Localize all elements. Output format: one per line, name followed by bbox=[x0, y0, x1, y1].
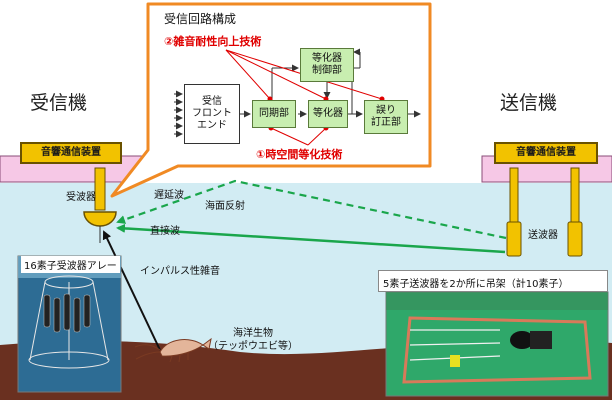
receiver-hydrophone bbox=[83, 211, 117, 227]
sea-reflection-label: 海面反射 bbox=[205, 201, 245, 212]
sync-block: 同期部 bbox=[252, 100, 296, 128]
front-end-block: 受信 フロント エンド bbox=[184, 84, 240, 144]
direct-wave-label: 直接波 bbox=[150, 226, 180, 237]
impulsive-noise-label: インパルス性雑音 bbox=[140, 266, 220, 277]
direct-wave-path bbox=[116, 223, 506, 254]
marine-life-label: 海洋生物 （テッポウエビ等） bbox=[208, 328, 298, 352]
transmitter-pole-right bbox=[570, 167, 580, 223]
receiver-array-caption: 16素子受波器アレー bbox=[21, 256, 120, 273]
transmitter-pole-left bbox=[509, 167, 519, 223]
impulsive-noise-path bbox=[102, 230, 161, 351]
receiver-pole bbox=[94, 167, 106, 211]
transmitter-element-right bbox=[567, 221, 583, 257]
transmitter-title: 送信機 bbox=[500, 92, 558, 114]
transmitter-acoustic-device: 音響通信装置 bbox=[494, 142, 598, 164]
equalizer-block: 等化器 bbox=[308, 100, 348, 128]
circuit-title: 受信回路構成 bbox=[164, 12, 237, 26]
transmitter-array-caption: 5素子送波器を2か所に吊架（計10素子） bbox=[378, 270, 608, 292]
receiver-title: 受信機 bbox=[30, 92, 88, 114]
transmitter-label: 送波器 bbox=[528, 230, 558, 241]
transmitter-element-photo bbox=[510, 331, 534, 349]
equalizer-control-block: 等化器 制御部 bbox=[300, 48, 354, 82]
transmitter-element-left bbox=[506, 221, 522, 257]
shrimp-illustration bbox=[134, 337, 212, 363]
error-correction-block: 誤り 訂正部 bbox=[364, 100, 408, 134]
delayed-wave-label: 遅延波 bbox=[154, 190, 184, 201]
spacetime-equalization-technique: ①時空間等化技術 bbox=[256, 148, 343, 161]
receiver-acoustic-device: 音響通信装置 bbox=[20, 142, 122, 164]
receiver-label: 受波器 bbox=[66, 192, 96, 203]
delayed-wave-path bbox=[116, 179, 507, 240]
noise-tolerance-technique: ②雑音耐性向上技術 bbox=[164, 35, 262, 48]
